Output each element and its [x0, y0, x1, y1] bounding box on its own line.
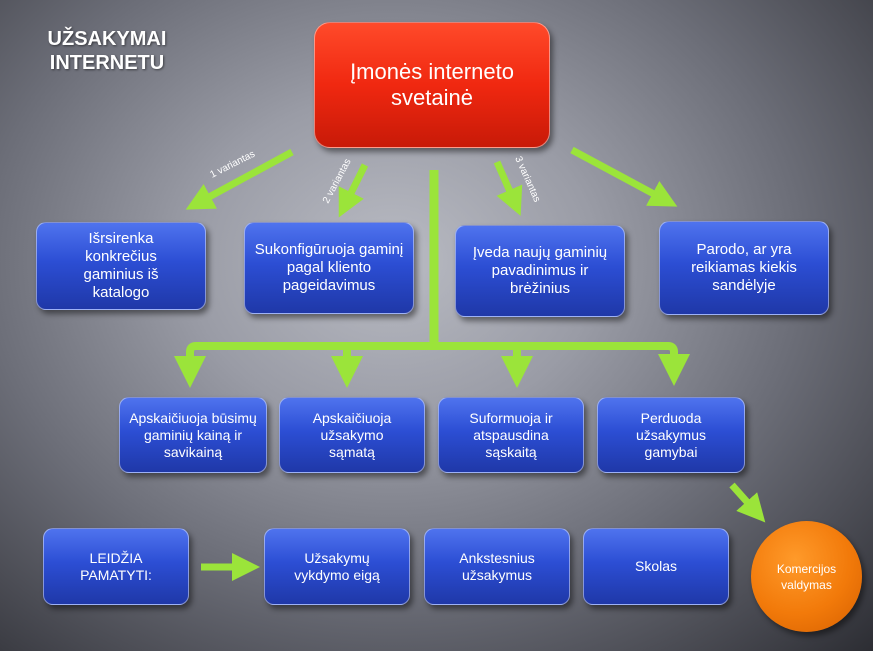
variant-label-3: 3 variantas — [512, 155, 542, 204]
configure-product-label: Sukonfigūruoja gaminį pagal kliento page… — [254, 241, 404, 294]
allows-to-see-box: LEIDŽIA PAMATYTI: — [43, 528, 189, 605]
select-from-catalog-box: Išrsirenka konkrečius gaminius iš katalo… — [36, 222, 206, 310]
debts-label: Skolas — [634, 558, 678, 574]
enter-new-products-box: Įveda naujų gaminių pavadinimus ir brėži… — [455, 225, 625, 317]
debts-box: Skolas — [583, 528, 729, 605]
arrow-to-stock — [570, 146, 678, 207]
arrow-to-variant3 — [493, 160, 523, 216]
send-to-production-box: Perduoda užsakymus gamybai — [597, 397, 745, 473]
print-invoice-label: Suformuoja ir atspausdina sąskaitą — [469, 409, 553, 460]
select-from-catalog-label: Išrsirenka konkrečius gaminius iš katalo… — [83, 230, 159, 301]
print-invoice-box: Suformuoja ir atspausdina sąskaitą — [438, 397, 584, 473]
calc-estimate-box: Apskaičiuoja užsakymo sąmatą — [279, 397, 425, 473]
company-website-box: Įmonės interneto svetainė — [314, 22, 550, 148]
enter-new-products-label: Įveda naujų gaminių pavadinimus ir brėži… — [472, 244, 608, 297]
allows-to-see-label: LEIDŽIA PAMATYTI: — [80, 549, 152, 583]
commerce-management-circle: Komercijos valdymas — [751, 521, 862, 632]
send-to-production-label: Perduoda užsakymus gamybai — [635, 409, 707, 460]
order-progress-box: Užsakymų vykdymo eigą — [264, 528, 410, 605]
branch-line — [186, 342, 690, 386]
calc-price-label: Apskaičiuoja būsimų gaminių kainą ir sav… — [129, 409, 257, 460]
page-title: UŽSAKYMAI INTERNETU — [47, 28, 167, 74]
stock-check-label: Parodo, ar yra reikiamas kiekis sandėlyj… — [691, 241, 797, 294]
calc-estimate-label: Apskaičiuoja užsakymo sąmatą — [312, 409, 392, 460]
stock-check-box: Parodo, ar yra reikiamas kiekis sandėlyj… — [659, 221, 829, 315]
previous-orders-label: Ankstesnius užsakymus — [459, 549, 535, 583]
arrow-to-variant2 — [338, 163, 369, 218]
order-progress-label: Užsakymų vykdymo eigą — [294, 549, 380, 583]
configure-product-box: Sukonfigūruoja gaminį pagal kliento page… — [244, 222, 414, 314]
company-website-label: Įmonės interneto svetainė — [350, 59, 514, 110]
arrow-to-variant1 — [185, 148, 294, 210]
commerce-management-label: Komercijos valdymas — [776, 561, 837, 592]
calc-price-box: Apskaičiuoja būsimų gaminių kainą ir sav… — [119, 397, 267, 473]
previous-orders-box: Ankstesnius užsakymus — [424, 528, 570, 605]
arrow-to-commerce — [729, 482, 766, 523]
